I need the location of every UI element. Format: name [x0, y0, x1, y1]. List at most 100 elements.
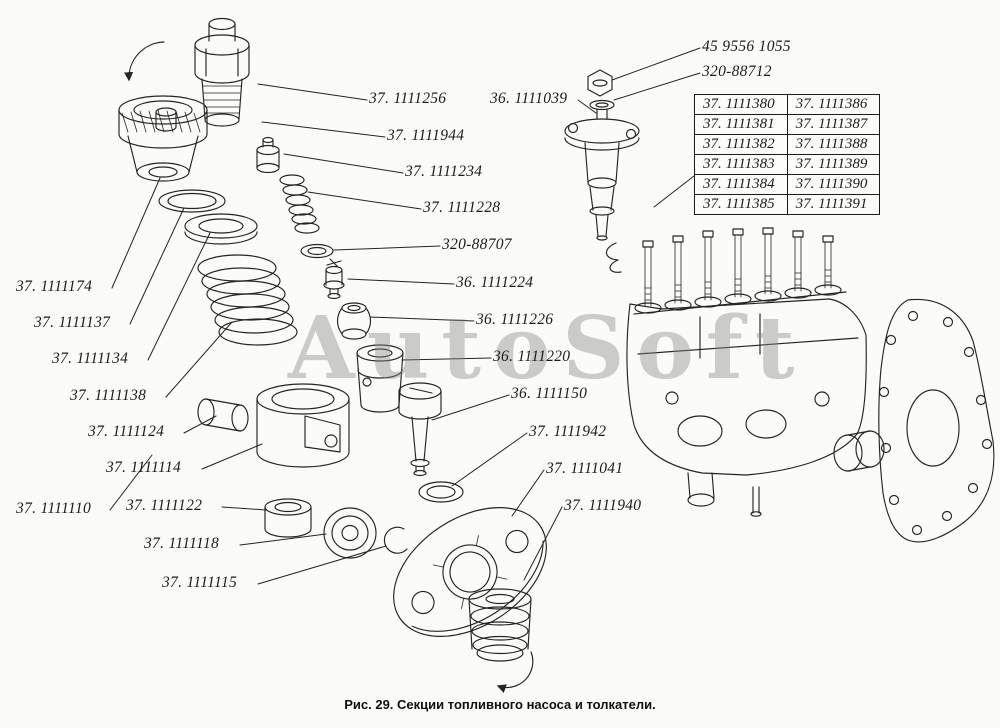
nut-45-9556-1055	[587, 69, 613, 97]
part-label-320-88712: 320-88712	[702, 63, 772, 80]
part-label-37-1111122: 37. 1111122	[126, 497, 203, 514]
part-pump-section-36-1111039	[564, 69, 640, 241]
parts-table-cell: 37. 1111382	[694, 134, 788, 155]
part-barrel-36-1111220	[356, 344, 404, 413]
part-label-37-1111174: 37. 1111174	[16, 278, 93, 295]
parts-table-row: 37. 1111380 37. 1111386	[694, 94, 881, 115]
part-label-36-1111220: 36. 1111220	[493, 348, 571, 365]
part-label-37-1111940: 37. 1111940	[564, 497, 642, 514]
part-gasket	[878, 298, 995, 543]
rotation-arrow-top	[123, 41, 165, 82]
leader-lines	[109, 47, 701, 585]
leader-line	[307, 191, 422, 210]
rotation-arrow-bottom	[496, 651, 534, 693]
leader-line	[401, 357, 492, 361]
part-plunger-36-1111150	[398, 382, 442, 477]
leader-line	[577, 99, 597, 114]
leader-line	[201, 443, 263, 470]
leader-line	[451, 432, 528, 487]
part-label-37-1111110: 37. 1111110	[16, 500, 92, 517]
part-label-37-1111118: 37. 1111118	[144, 535, 220, 552]
part-label-36-1111150: 36. 1111150	[511, 385, 588, 402]
parts-table-row: 37. 1111383 37. 1111389	[694, 154, 881, 175]
part-sleeve-37-1111174	[118, 95, 208, 182]
parts-table-row: 37. 1111382 37. 1111388	[694, 134, 881, 155]
part-label-37-1111115: 37. 1111115	[162, 574, 238, 591]
part-label-37-1111114: 37. 1111114	[106, 459, 182, 476]
parts-table-cell: 37. 1111385	[694, 194, 788, 215]
part-label-36-1111039: 36. 1111039	[490, 90, 568, 107]
parts-table-cell: 37. 1111384	[694, 174, 788, 195]
part-snap-ring-37-1111115	[383, 526, 408, 554]
parts-table-cell: 37. 1111387	[786, 114, 881, 135]
parts-table-cell: 37. 1111386	[786, 94, 881, 115]
leader-line	[221, 506, 267, 511]
part-clip	[605, 242, 622, 273]
part-pin-37-1111124	[197, 398, 249, 432]
parts-table-cell: 37. 1111389	[786, 154, 881, 175]
part-fitting-37-1111256	[194, 17, 250, 127]
parts-table-cell: 37. 1111381	[694, 114, 788, 135]
part-flange-37-1111041	[393, 507, 547, 637]
part-label-37-1111134: 37. 1111134	[52, 350, 129, 367]
part-label-37-1111234: 37. 1111234	[405, 163, 483, 180]
parts-table-cell: 37. 1111390	[786, 174, 881, 195]
part-label-37-1111137: 37. 1111137	[34, 314, 111, 331]
part-bushing-37-1111122	[264, 498, 312, 538]
parts-table-row: 37. 1111384 37. 1111390	[694, 174, 881, 195]
leader-line	[653, 175, 695, 208]
washer-320-88712	[589, 99, 615, 111]
part-label-37-1111041: 37. 1111041	[546, 460, 624, 477]
leader-line	[111, 177, 161, 289]
leader-line	[165, 321, 233, 398]
part-label-37-1111228: 37. 1111228	[423, 199, 501, 216]
part-tappet-37-1111114	[256, 383, 350, 468]
part-seal-37-1111942	[418, 481, 464, 503]
leader-line	[257, 545, 387, 585]
part-washer-320-88707	[300, 243, 334, 259]
part-label-37-1111944: 37. 1111944	[387, 127, 465, 144]
part-label-36-1111224: 36. 1111224	[456, 274, 534, 291]
leader-line	[183, 415, 217, 434]
parts-table-row: 37. 1111381 37. 1111387	[694, 114, 881, 135]
leader-line	[129, 207, 185, 325]
part-label-37-1111124: 37. 1111124	[88, 423, 165, 440]
parts-table: 37. 1111380 37. 1111386 37. 1111381 37. …	[694, 94, 881, 215]
parts-table-cell: 37. 1111388	[786, 134, 881, 155]
part-spring-37-1111138	[197, 254, 298, 346]
leader-line	[347, 278, 455, 285]
part-spring-37-1111228	[279, 174, 320, 234]
parts-table-cell: 37. 1111383	[694, 154, 788, 175]
leader-line	[257, 83, 368, 101]
part-seal-37-1111134	[184, 213, 258, 245]
leader-line	[613, 72, 701, 101]
part-roller-37-1111118	[323, 507, 377, 559]
leader-line	[239, 533, 327, 546]
part-label-37-1111942: 37. 1111942	[529, 423, 607, 440]
leader-line	[333, 245, 441, 251]
parts-table-row: 37. 1111385 37. 1111391	[694, 194, 881, 215]
part-valve-37-1111234	[256, 136, 280, 174]
figure-caption: Рис. 29. Секции топливного насоса и толк…	[344, 697, 656, 712]
leader-line	[283, 153, 404, 174]
leader-line	[147, 232, 211, 361]
leader-line	[109, 454, 153, 511]
leader-line	[611, 47, 701, 81]
parts-table-cell: 37. 1111391	[786, 194, 881, 215]
leader-line	[369, 316, 475, 322]
part-pump-housing	[626, 227, 885, 517]
parts-table-cell: 37. 1111380	[694, 94, 788, 115]
part-label-45-9556-1055: 45 9556 1055	[702, 38, 791, 55]
part-label-36-1111226: 36. 1111226	[476, 311, 554, 328]
leader-line	[523, 506, 563, 581]
part-label-320-88707: 320-88707	[442, 236, 512, 253]
part-label-37-1111256: 37. 1111256	[369, 90, 447, 107]
part-plunger-guide-37-1111940	[468, 588, 532, 662]
part-grommet-36-1111226	[336, 302, 372, 340]
leader-line	[431, 394, 510, 421]
leader-line	[511, 469, 545, 517]
leader-line	[261, 121, 386, 138]
part-ring-37-1111137	[158, 189, 226, 213]
